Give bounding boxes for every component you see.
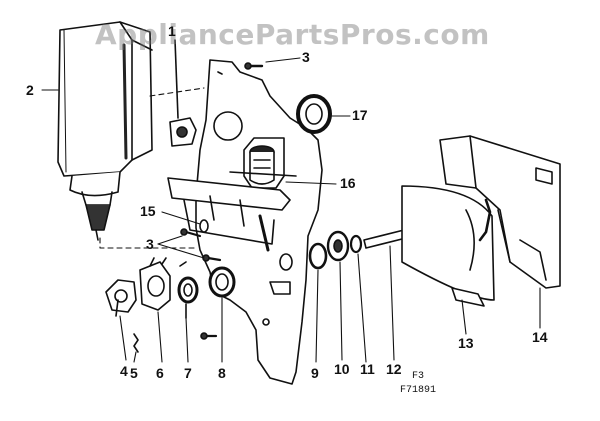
slide-bracket xyxy=(167,177,291,252)
callout-5: 5 xyxy=(130,365,138,381)
callout-4: 4 xyxy=(120,363,128,379)
part-17-grommet xyxy=(296,94,332,134)
callout-17: 17 xyxy=(352,107,368,123)
part-5-spring xyxy=(133,333,139,353)
part-2-motor-housing xyxy=(57,21,153,241)
callout-9: 9 xyxy=(311,365,319,381)
callout-12: 12 xyxy=(386,361,402,377)
callout-13: 13 xyxy=(458,335,474,351)
callout-3a: 3 xyxy=(302,49,310,65)
part-4-cam xyxy=(105,279,137,317)
part-14-housing xyxy=(439,135,561,289)
callout-11: 11 xyxy=(360,361,375,377)
part-11-washer xyxy=(349,234,363,254)
part-1-switch xyxy=(169,39,197,147)
callout-16: 16 xyxy=(340,175,356,191)
part-7-bushing xyxy=(177,261,199,319)
part-10-nut xyxy=(326,230,350,262)
figure-code: F71891 xyxy=(400,385,437,396)
leader-lines xyxy=(41,57,541,363)
callout-14: 14 xyxy=(532,329,548,345)
part-15-washer xyxy=(199,219,209,233)
callout-3b: 3 xyxy=(146,236,154,252)
callout-10: 10 xyxy=(334,361,350,377)
figure-id: F3 xyxy=(412,371,425,382)
callout-7: 7 xyxy=(184,365,192,381)
watermark-text: AppliancePartsPros.com xyxy=(95,18,490,51)
callout-8: 8 xyxy=(218,365,226,381)
part-9-gasket xyxy=(308,242,328,270)
part-13-flap xyxy=(401,185,495,307)
callout-6: 6 xyxy=(156,365,164,381)
part-8-wheel xyxy=(208,266,236,298)
callout-2: 2 xyxy=(26,82,34,98)
part-16-solenoid xyxy=(229,137,297,189)
mounting-plate xyxy=(195,59,323,385)
callout-1: 1 xyxy=(168,23,176,39)
part-6-gear xyxy=(139,257,171,311)
callout-15: 15 xyxy=(140,203,156,219)
